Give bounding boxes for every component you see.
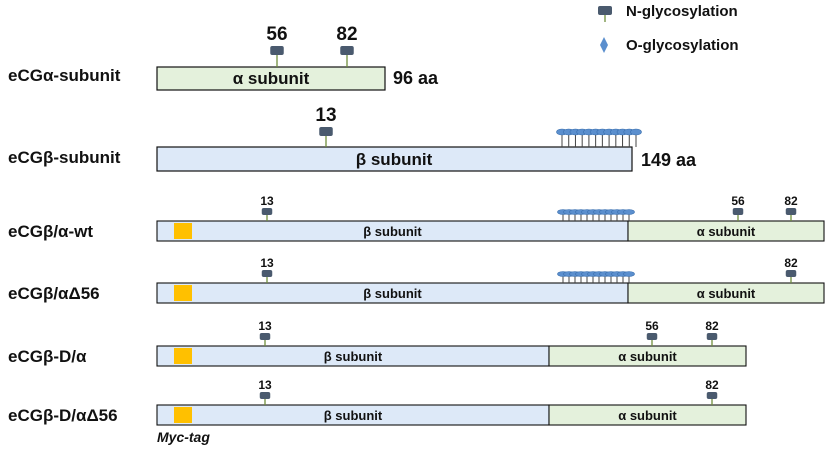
n-glyc-site-label: 82 (784, 256, 798, 270)
construct-row-5: eCGβ-D/αΔ56 β subunit α subunit 13 82 (8, 378, 747, 426)
alpha-subunit-bar (156, 66, 386, 91)
n-glyc-site-label: 56 (645, 319, 659, 333)
construct-row-beta-subunit: eCGβ-subunit β subunit 149 aa 13 (8, 105, 697, 172)
o-glyc-marker-icon (630, 128, 642, 136)
myc-tag-block (174, 285, 192, 301)
alpha-subunit-segment (627, 220, 825, 242)
row-label: eCGβ-D/α (8, 347, 87, 366)
beta-subunit-label: β subunit (363, 286, 422, 301)
n-glyc-marker-icon (319, 127, 333, 136)
length-label: 149 aa (641, 150, 697, 170)
n-glyc-site-label: 13 (258, 319, 272, 333)
n-glyc-site (261, 208, 273, 221)
n-glyc-site-label: 13 (315, 105, 336, 126)
row-label: eCGβ-subunit (8, 148, 121, 167)
myc-tag-block (174, 348, 192, 364)
legend-n-glyc-label: N-glycosylation (626, 3, 738, 20)
n-glyc-site (646, 333, 658, 346)
o-glycosylation-legend-icon (600, 37, 608, 53)
n-glyc-site-label: 82 (705, 319, 719, 333)
beta-subunit-label: β subunit (324, 349, 383, 364)
alpha-subunit-segment (627, 282, 825, 304)
construct-row-2: eCGβ/α-wt β subunit α subunit 13 56 82 (8, 194, 825, 242)
n-glyc-marker-icon (340, 46, 354, 55)
row-label: eCGβ-D/αΔ56 (8, 406, 118, 425)
n-glyc-site (259, 333, 271, 346)
alpha-subunit-label: α subunit (233, 69, 310, 88)
n-glyc-site (259, 392, 271, 405)
n-glyc-site (319, 127, 333, 147)
alpha-subunit-label: α subunit (697, 224, 756, 239)
n-glyc-site (785, 270, 797, 283)
n-glyc-site-label: 82 (784, 194, 798, 208)
alpha-subunit-segment (548, 404, 747, 426)
n-glyc-marker-icon (270, 46, 284, 55)
legend-o-glyc-label: O-glycosylation (626, 37, 739, 54)
o-glyc-cluster (557, 271, 635, 283)
row-label: eCGβ/α-wt (8, 222, 93, 241)
o-glyc-marker-icon (623, 209, 635, 215)
n-glyc-site-label: 13 (260, 194, 274, 208)
n-glyc-site-label: 56 (266, 24, 287, 45)
alpha-subunit-segment (548, 345, 747, 367)
n-glyc-site (732, 208, 744, 221)
n-glyc-site-label: 13 (260, 256, 274, 270)
n-glyc-site (706, 333, 718, 346)
n-glyc-marker-icon (785, 270, 797, 277)
n-glyc-marker-icon (732, 208, 744, 215)
n-glyc-site (270, 46, 284, 67)
n-glyc-marker-icon (706, 333, 718, 340)
legend-item-o-glycosylation: O-glycosylation (600, 37, 739, 54)
n-glyc-site (706, 392, 718, 405)
beta-subunit-label: β subunit (363, 224, 422, 239)
n-glyc-site (340, 46, 354, 67)
alpha-subunit-label: α subunit (618, 408, 677, 423)
n-glyc-site-label: 82 (336, 24, 357, 45)
length-label: 96 aa (393, 68, 439, 88)
n-glyc-site-label: 13 (258, 378, 272, 392)
row-label: eCGα-subunit (8, 66, 121, 85)
construct-row-alpha-subunit: eCGα-subunit α subunit 96 aa 56 82 (8, 24, 439, 91)
legend-item-n-glycosylation: N-glycosylation (598, 3, 738, 22)
beta-subunit-label: β subunit (324, 408, 383, 423)
n-glyc-marker-icon (259, 392, 271, 399)
myc-tag-block (174, 407, 192, 423)
myc-tag-block (174, 223, 192, 239)
n-glyc-marker-icon (785, 208, 797, 215)
construct-row-4: eCGβ-D/α β subunit α subunit 13 56 82 (8, 319, 747, 367)
alpha-subunit-label: α subunit (697, 286, 756, 301)
n-glyc-marker-icon (646, 333, 658, 340)
alpha-subunit-label: α subunit (618, 349, 677, 364)
myc-tag-caption: Myc-tag (157, 429, 210, 445)
n-glycosylation-legend-icon (598, 6, 612, 15)
o-glyc-cluster (556, 128, 642, 147)
n-glyc-site-label: 56 (731, 194, 745, 208)
beta-subunit-bar (156, 146, 633, 172)
n-glyc-site (261, 270, 273, 283)
n-glyc-marker-icon (706, 392, 718, 399)
o-glyc-cluster (557, 209, 635, 221)
n-glyc-site-label: 82 (705, 378, 719, 392)
row-label: eCGβ/αΔ56 (8, 284, 100, 303)
n-glyc-marker-icon (259, 333, 271, 340)
o-glyc-marker-icon (623, 271, 635, 277)
n-glyc-marker-icon (261, 270, 273, 277)
n-glyc-site (785, 208, 797, 221)
construct-row-3: eCGβ/αΔ56 β subunit α subunit 13 82 (8, 256, 825, 304)
n-glyc-marker-icon (261, 208, 273, 215)
beta-subunit-label: β subunit (356, 150, 433, 169)
